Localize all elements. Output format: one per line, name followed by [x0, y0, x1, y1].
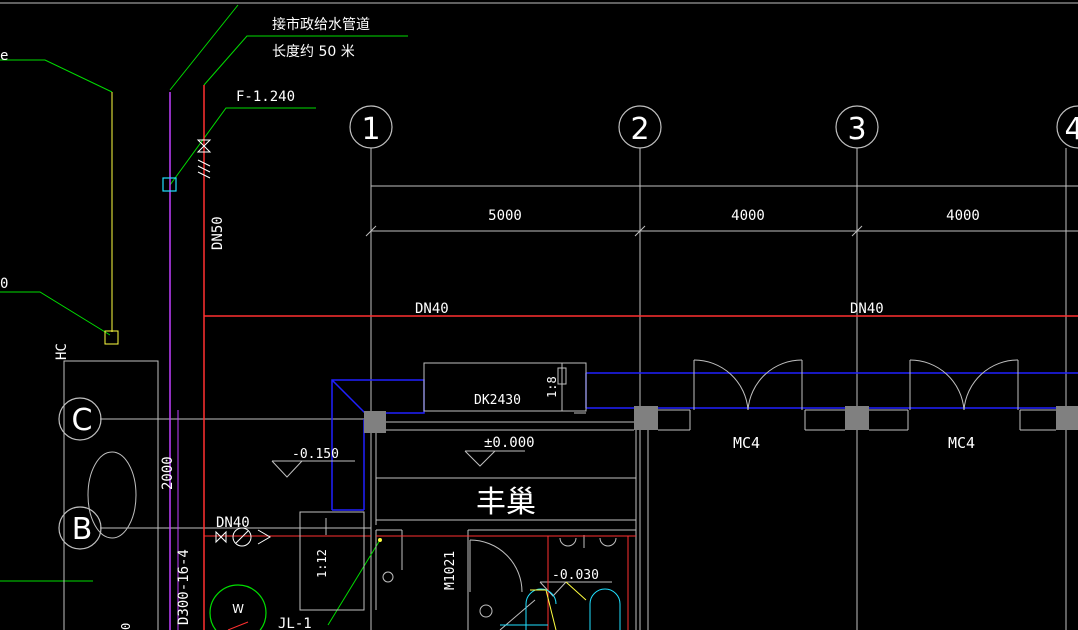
yellow-line: [104, 92, 119, 345]
axis-bubble-c: [58, 397, 102, 441]
blue-walls: [331, 372, 1078, 511]
dim-1-8: 1:8: [545, 376, 559, 398]
axis-bubble-4: [1056, 105, 1078, 149]
dimension-5000: 5000: [488, 208, 522, 224]
left-edge-zero: 0: [0, 276, 8, 292]
door-mc4-a: MC4: [733, 434, 760, 452]
bottom-left-zero: 0: [119, 623, 133, 630]
axis-label-c: C: [72, 403, 93, 438]
dimension-4000-a: 4000: [731, 208, 765, 224]
dimension-4000-b: 4000: [946, 208, 980, 224]
level-toilet: -0.030: [552, 568, 599, 583]
water-meter-label: W: [232, 602, 244, 616]
axis-label-b: B: [72, 512, 93, 547]
dk-opening: [423, 362, 587, 412]
pipe-elevation: F-1.240: [236, 89, 295, 105]
axis-label-4: 4: [1064, 112, 1078, 147]
axis-bubble-1: [349, 105, 393, 149]
connect-main-line2: 长度约 50 米: [272, 44, 355, 60]
door-dk2430: DK2430: [474, 393, 521, 408]
gate-valve-icon: [196, 139, 212, 179]
leader-lines: [0, 4, 408, 626]
water-meter-valve-icon: [215, 527, 271, 547]
axis-label-1: 1: [361, 112, 380, 147]
pipe-spec: D300-16-4: [176, 549, 192, 625]
cyan-fitting: [162, 177, 177, 192]
grid-lines: [100, 148, 1067, 630]
axis-label-2: 2: [630, 112, 649, 147]
door-m1021: M1021: [443, 551, 458, 590]
pipe-size-meter: DN40: [216, 515, 250, 531]
pipe-size-vertical: DN50: [210, 216, 226, 250]
fixture-yellow-point: [378, 538, 382, 542]
structural-columns: [364, 406, 1078, 433]
riser-label: JL-1: [278, 616, 312, 630]
toilet-red-lines: [376, 535, 636, 630]
room-name: 丰巢: [476, 485, 536, 520]
pipe-size-left: DN40: [415, 301, 449, 317]
level-symbols: [271, 450, 612, 597]
door-mc4-b: MC4: [948, 434, 975, 452]
dim-1-12: 1:12: [315, 549, 329, 578]
water-meter-stroke: [227, 621, 249, 630]
left-edge-e: e: [0, 48, 8, 64]
water-meter-circle: [209, 584, 267, 630]
left-room-outline: [63, 360, 159, 630]
left-dimension-2000: 2000: [160, 456, 176, 490]
axis-bubble-3: [835, 105, 879, 149]
mc4-door-swings: [693, 359, 1019, 411]
axis-bubble-2: [618, 105, 662, 149]
level-floor: ±0.000: [484, 435, 535, 451]
level-exterior: -0.150: [292, 447, 339, 462]
dimension-lines: [365, 185, 1078, 237]
sanitary-fixtures: [382, 535, 617, 618]
toilet-cyan-lines: [500, 588, 621, 630]
pipe-size-right: DN40: [850, 301, 884, 317]
connect-main-line1: 接市政给水管道: [272, 16, 370, 33]
hc-label: HC: [54, 343, 70, 360]
axis-label-3: 3: [847, 112, 866, 147]
axis-bubble-b: [58, 506, 102, 550]
toilet-yellow-lines: [530, 581, 587, 630]
axis-bubbles: [58, 105, 1078, 550]
